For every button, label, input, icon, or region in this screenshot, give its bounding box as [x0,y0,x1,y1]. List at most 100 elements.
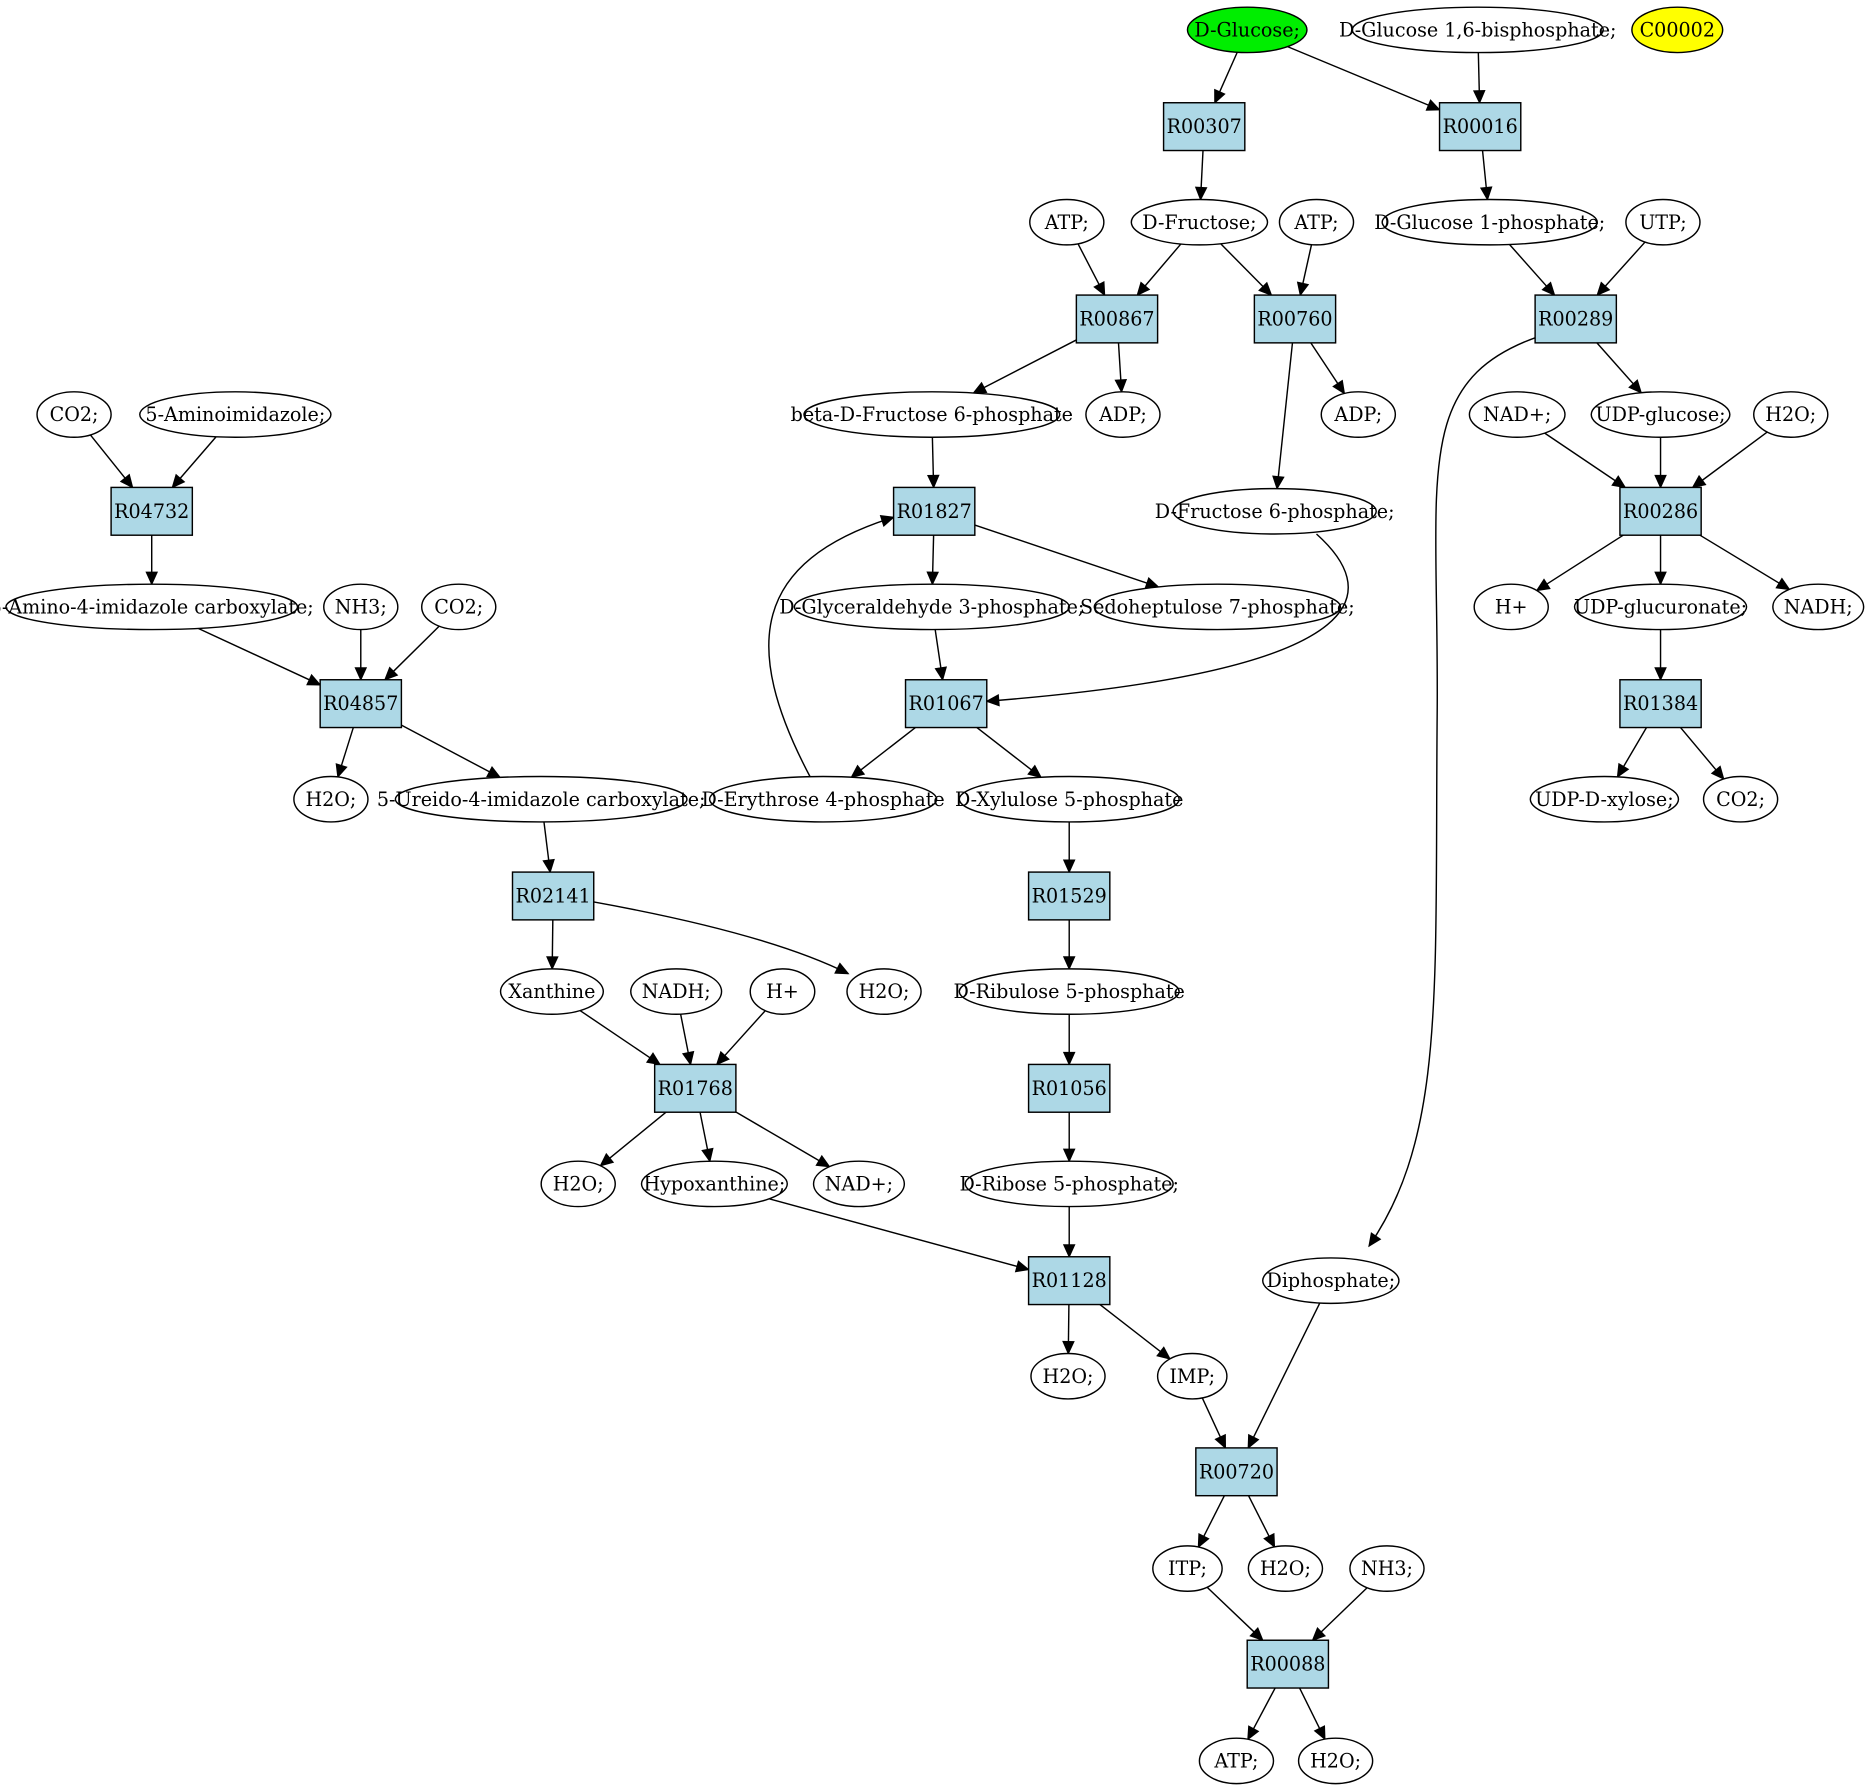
reaction-node-R00088[interactable]: R00088 [1246,1639,1330,1689]
metabolite-node-nadp_r286[interactable]: NAD+; [1468,391,1566,438]
metabolite-node-atp1[interactable]: ATP; [1029,198,1105,246]
reaction-box [904,679,988,729]
metabolite-node-f6p[interactable]: D-Fructose 6-phosphate; [1155,487,1395,535]
metabolite-node-adp2[interactable]: ADP; [1320,391,1397,438]
edge-nh3_b-to-R00088 [1319,1587,1368,1634]
node-label: NADH; [1784,595,1853,618]
metabolite-node-co2_c[interactable]: CO2; [1702,775,1779,823]
metabolite-node-h2o_r2141[interactable]: H2O; [846,968,922,1015]
metabolite-ellipse [1156,1352,1228,1400]
metabolite-node-hplus_a[interactable]: H+ [1473,583,1549,631]
metabolite-node-x5p[interactable]: D-Xylulose 5-phosphate [955,775,1183,823]
edge-imp-to-R00720-arrowhead [1214,1433,1227,1450]
reaction-node-R02141[interactable]: R02141 [511,871,595,921]
metabolite-node-glucose[interactable]: D-Glucose; [1186,6,1308,54]
node-label: Diphosphate; [1267,1269,1396,1292]
metabolite-ellipse [958,968,1180,1015]
metabolite-node-utp[interactable]: UTP; [1625,198,1701,246]
edge-xanthine-to-R01768 [579,1009,652,1060]
metabolite-node-uic[interactable]: 5-Ureido-4-imidazole carboxylate; [377,775,706,823]
metabolite-node-hplus_b[interactable]: H+ [749,968,816,1015]
edge-aminoimid-to-R04732 [178,436,217,480]
reaction-box [1619,486,1702,536]
node-label: IMP; [1169,1365,1215,1388]
metabolite-node-h2o_r4857[interactable]: H2O; [293,775,369,823]
reaction-node-R00289[interactable]: R00289 [1534,294,1618,344]
edge-atp1-to-R00867 [1077,243,1101,286]
metabolite-node-xanthine[interactable]: Xanthine [499,968,605,1015]
metabolite-node-co2_b[interactable]: CO2; [420,583,497,631]
metabolite-ellipse [1473,583,1549,631]
metabolite-node-h2o_r286[interactable]: H2O; [1753,391,1829,438]
reaction-node-R00867[interactable]: R00867 [1075,294,1159,344]
reaction-node-R01056[interactable]: R01056 [1027,1063,1111,1113]
reaction-node-R00307[interactable]: R00307 [1162,102,1246,152]
metabolite-node-h2o_r88[interactable]: H2O; [1297,1737,1374,1785]
edge-R04857-to-uic-arrowhead [486,765,502,779]
metabolite-node-itp[interactable]: ITP; [1152,1545,1223,1592]
metabolite-node-c00002[interactable]: C00002 [1631,6,1724,54]
edge-aic-to-R04857 [197,627,311,681]
node-label: D-Erythrose 4-phosphate [701,788,944,811]
metabolite-node-glc16bp[interactable]: D-Glucose 1,6-bisphosphate; [1339,6,1616,54]
edge-R01067-to-e4p-arrowhead [850,764,866,779]
metabolite-node-imp[interactable]: IMP; [1156,1352,1228,1400]
metabolite-node-udpglc[interactable]: UDP-glucose; [1590,391,1731,438]
metabolite-node-fructose[interactable]: D-Fructose; [1130,198,1269,246]
metabolite-node-atp2[interactable]: ATP; [1278,198,1355,246]
node-label: CO2; [434,595,483,618]
reaction-node-R00720[interactable]: R00720 [1195,1447,1278,1497]
reaction-node-R00016[interactable]: R00016 [1438,102,1522,152]
metabolite-node-nadp_r1768[interactable]: NAD+; [812,1160,906,1208]
metabolite-node-nadh_a[interactable]: NADH; [1772,583,1865,631]
reaction-node-R04857[interactable]: R04857 [319,679,403,729]
node-label: D-Fructose; [1142,211,1256,234]
reaction-node-R01067[interactable]: R01067 [904,679,988,729]
edge-R01384-to-co2_c [1680,727,1718,772]
edge-R00760-to-f6p-arrowhead [1272,475,1285,491]
metabolite-node-adp1[interactable]: ADP; [1085,391,1161,438]
reaction-node-R04732[interactable]: R04732 [110,486,194,536]
edge-R04857-to-uic [401,724,491,774]
metabolite-node-h2o_r1768[interactable]: H2O; [540,1160,616,1208]
metabolite-node-aminoimid[interactable]: 5-Aminoimidazole; [139,391,332,438]
metabolite-node-udpglcu[interactable]: UDP-glucuronate; [1573,583,1748,631]
metabolite-node-e4p[interactable]: D-Erythrose 4-phosphate [701,775,945,823]
reaction-node-R01529[interactable]: R01529 [1027,871,1111,921]
reaction-box [1534,294,1618,344]
reaction-box [110,486,194,536]
metabolite-node-ppi[interactable]: Diphosphate; [1262,1257,1400,1305]
metabolite-node-hypox[interactable]: Hypoxanthine; [640,1160,788,1208]
metabolite-ellipse [1030,1352,1106,1400]
metabolite-node-co2_a[interactable]: CO2; [36,391,112,438]
reaction-node-R01128[interactable]: R01128 [1027,1256,1111,1306]
edge-R00289-to-ppi [1368,336,1538,1247]
metabolite-node-aic[interactable]: 5-Amino-4-imidazole carboxylate; [0,583,314,631]
metabolite-node-s7p[interactable]: Sedoheptulose 7-phosphate; [1080,583,1355,631]
metabolite-node-nh3_a[interactable]: NH3; [323,583,399,631]
metabolite-ellipse [964,1160,1174,1208]
node-label: R01056 [1032,1077,1107,1100]
metabolite-node-atp3[interactable]: ATP; [1198,1737,1275,1785]
metabolite-node-ru5p[interactable]: D-Ribulose 5-phosphate [954,968,1185,1015]
metabolite-node-udpxyl[interactable]: UDP-D-xylose; [1529,775,1680,823]
metabolite-node-bf6p[interactable]: beta-D-Fructose 6-phosphate [791,391,1073,438]
metabolite-node-g3p[interactable]: D-Glyceraldehyde 3-phosphate; [779,583,1084,631]
reaction-node-R01768[interactable]: R01768 [653,1063,737,1113]
metabolite-node-nadh_b[interactable]: NADH; [630,968,723,1015]
metabolite-node-h2o_r1128[interactable]: H2O; [1030,1352,1106,1400]
reaction-node-R00760[interactable]: R00760 [1253,294,1337,344]
edge-R00867-to-bf6p [982,339,1077,389]
node-label: H+ [766,980,799,1003]
edge-R01768-to-hypox-arrowhead [701,1147,714,1163]
reaction-node-R01384[interactable]: R01384 [1619,679,1702,729]
node-label: H2O; [553,1172,604,1195]
metabolite-node-glc1p[interactable]: D-Glucose 1-phosphate; [1374,198,1605,246]
metabolite-node-nh3_b[interactable]: NH3; [1349,1545,1425,1592]
reaction-node-R00286[interactable]: R00286 [1619,486,1702,536]
metabolite-ellipse [1529,775,1680,823]
metabolite-node-h2o_r720[interactable]: H2O; [1247,1545,1324,1592]
node-label: D-Ribulose 5-phosphate [954,980,1185,1003]
reaction-node-R01827[interactable]: R01827 [892,486,976,536]
metabolite-node-r5p[interactable]: D-Ribose 5-phosphate; [960,1160,1179,1208]
